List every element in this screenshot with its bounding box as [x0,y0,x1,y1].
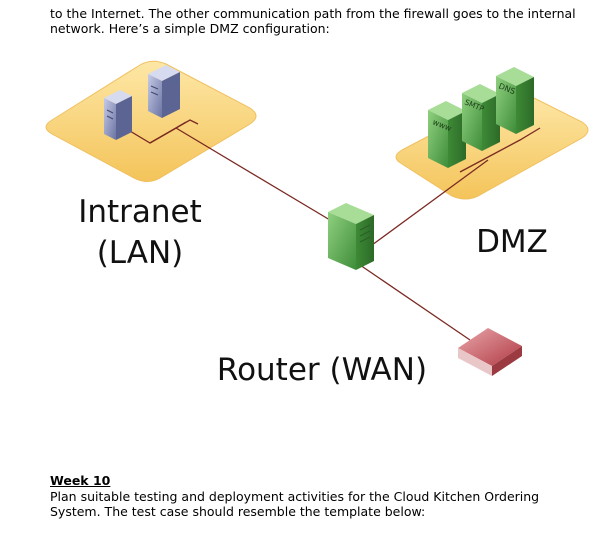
intranet-zone [45,60,257,182]
dmz-label: DMZ [476,224,548,260]
dmz-server-icon: SMTP [462,84,500,151]
dmz-server-icon: DNS [496,67,534,134]
dmz-network-diagram: www SMTP DNS Intranet (LAN) DMZ Router (… [45,60,589,388]
router-label: Router (WAN) [217,352,427,388]
week-heading: Week 10 [50,473,111,488]
intranet-server-icon [148,65,180,118]
intro-paragraph: to the Internet. The other communication… [50,6,576,36]
dmz-server-icon: www [428,101,466,168]
router-icon [458,328,522,376]
dmz-bus-link [459,127,541,173]
lan-label: (LAN) [97,235,184,271]
intranet-firewall-link [175,127,341,227]
firewall-router-link [359,264,471,341]
intranet-server-icon [104,90,132,140]
intranet-label: Intranet [78,194,202,230]
week-description: Plan suitable testing and deployment act… [50,489,540,519]
network-links [124,119,541,341]
firewall-icon [328,203,374,270]
dmz-firewall-link [371,159,489,246]
intranet-uplink [149,119,199,144]
